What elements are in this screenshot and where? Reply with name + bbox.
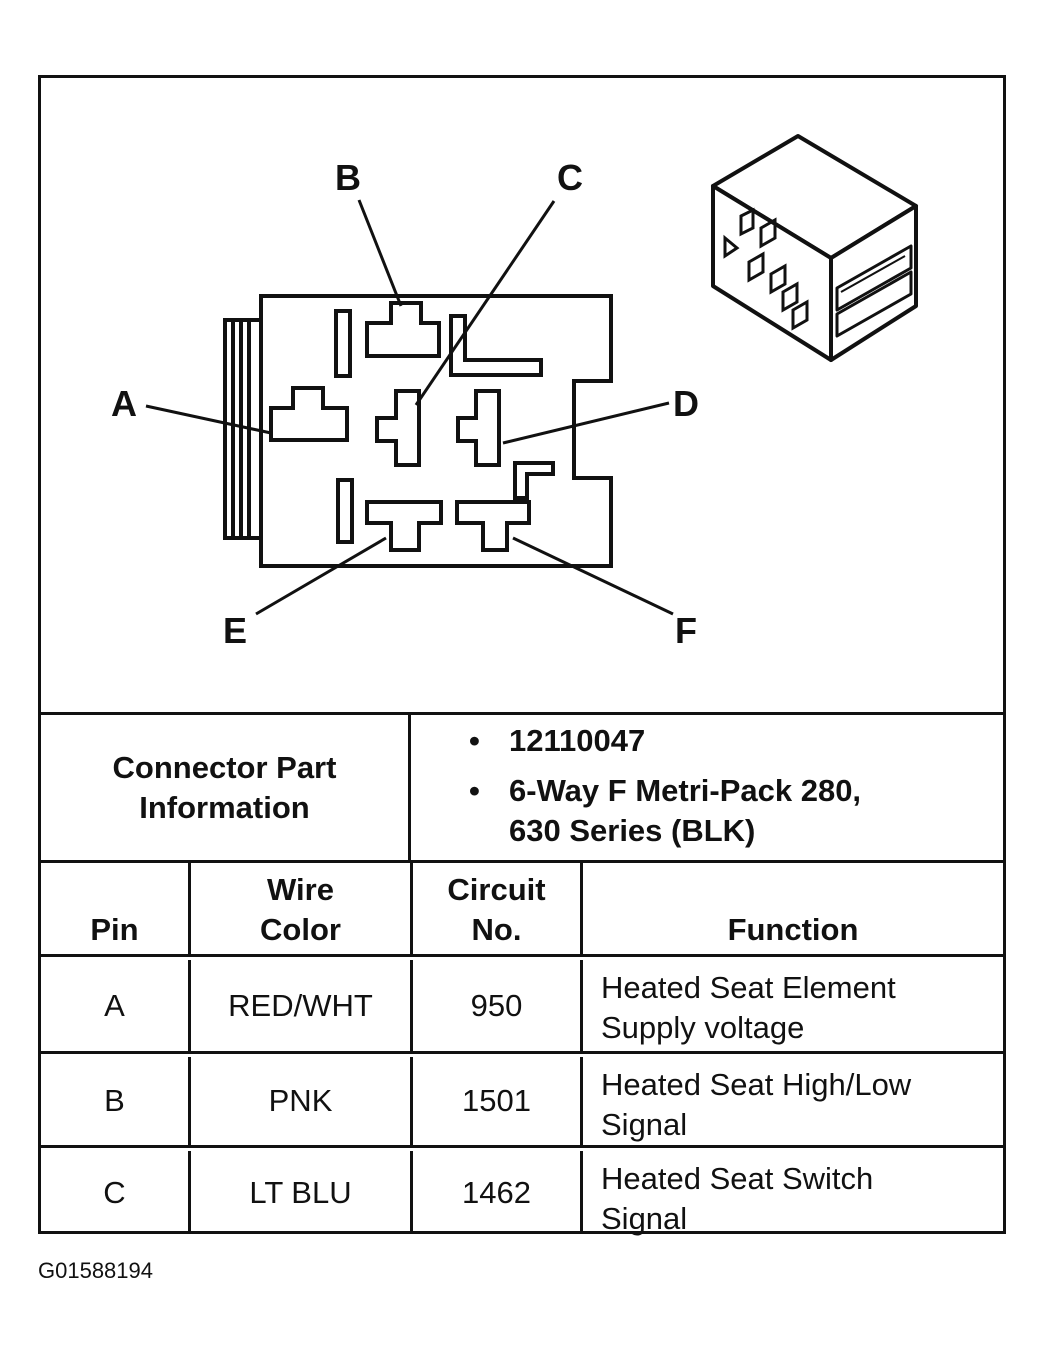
cell-function-line2: Signal (601, 1201, 688, 1236)
table-row: A RED/WHT 950 Heated Seat Element Supply… (41, 960, 1003, 1054)
connector-isometric-view (711, 134, 918, 362)
keying-slot (334, 309, 352, 378)
terminal-cavity-b (365, 301, 441, 358)
connector-face-diagram: A B C D E F (111, 134, 918, 651)
terminal-cavity-e (365, 500, 443, 552)
cell-circuit: 1501 (413, 1057, 583, 1145)
keying-slot (449, 314, 543, 377)
bullet: • (469, 773, 480, 808)
diagram-frame: A B C D E F Connector Part (38, 75, 1006, 1236)
header-pin: Pin (41, 863, 191, 954)
keying-slot (513, 461, 555, 500)
table-row: B PNK 1501 Heated Seat High/Low Signal (41, 1057, 1003, 1148)
leader-line-d (502, 401, 670, 445)
pin-label-c: C (557, 157, 583, 198)
header-function-text: Function (727, 912, 859, 947)
connector-description-line1: 6-Way F Metri-Pack 280, (509, 773, 862, 808)
pin-label-a: A (111, 383, 137, 424)
cell-function-line2: Signal (601, 1107, 688, 1142)
cell-pin: B (41, 1057, 191, 1145)
terminal-cavity-c (375, 389, 421, 467)
leader-line-f (512, 536, 674, 616)
cell-pin: C (41, 1151, 191, 1234)
leader-line-c (414, 200, 556, 406)
connector-part-info-label-line2: Information (139, 789, 310, 825)
header-circuit-no: Circuit No. (413, 863, 583, 954)
figure-id: G01588194 (38, 1258, 153, 1283)
cell-function-line1: Heated Seat High/Low (601, 1067, 912, 1102)
header-pin-text: Pin (90, 912, 139, 947)
pin-label-b: B (335, 157, 361, 198)
pin-label-f: F (675, 610, 697, 651)
header-circuit-line1: Circuit (447, 872, 546, 907)
cell-wire-color: LT BLU (191, 1151, 413, 1234)
connector-part-info: Connector Part Information • 12110047 • … (41, 712, 1003, 860)
connector-body-outline (259, 294, 613, 568)
header-wire-color-line2: Color (260, 912, 341, 947)
cell-function: Heated Seat Element Supply voltage (583, 960, 1003, 1051)
cell-function: Heated Seat High/Low Signal (583, 1057, 1003, 1145)
cell-wire-color: RED/WHT (191, 960, 413, 1051)
cell-function: Heated Seat Switch Signal (583, 1151, 1003, 1236)
leader-line-b (357, 199, 403, 307)
leader-line-a (145, 404, 272, 435)
table-header-row: Pin Wire Color Circuit No. Function (41, 863, 1003, 957)
pin-label-e: E (223, 610, 247, 651)
cell-function-line1: Heated Seat Switch (601, 1161, 874, 1196)
header-function: Function (583, 863, 1003, 954)
part-number: 12110047 (509, 723, 646, 758)
cell-circuit: 950 (413, 960, 583, 1051)
cell-function-line2: Supply voltage (601, 1010, 805, 1045)
cell-function-line1: Heated Seat Element (601, 970, 896, 1005)
connector-part-info-label-line1: Connector Part (112, 749, 337, 785)
terminal-cavity-d (456, 389, 501, 467)
terminal-cavity-f (455, 500, 531, 552)
table-row: C LT BLU 1462 Heated Seat Switch Signal (41, 1151, 1003, 1236)
connector-part-info-label: Connector Part Information (41, 715, 411, 860)
cell-circuit: 1462 (413, 1151, 583, 1234)
header-wire-color-line1: Wire (267, 872, 334, 907)
cell-pin: A (41, 960, 191, 1051)
terminal-cavity-a (269, 386, 349, 442)
keying-slot (336, 478, 354, 544)
bullet: • (469, 723, 480, 758)
header-circuit-line2: No. (471, 912, 522, 947)
header-wire-color: Wire Color (191, 863, 413, 954)
pin-label-d: D (673, 383, 699, 424)
leader-line-e (255, 536, 387, 616)
connector-description-line2: 630 Series (BLK) (509, 813, 756, 848)
cell-wire-color: PNK (191, 1057, 413, 1145)
connector-part-info-values: • 12110047 • 6-Way F Metri-Pack 280, 630… (411, 715, 1003, 860)
pin-table: Pin Wire Color Circuit No. Function A R (41, 860, 1003, 1236)
